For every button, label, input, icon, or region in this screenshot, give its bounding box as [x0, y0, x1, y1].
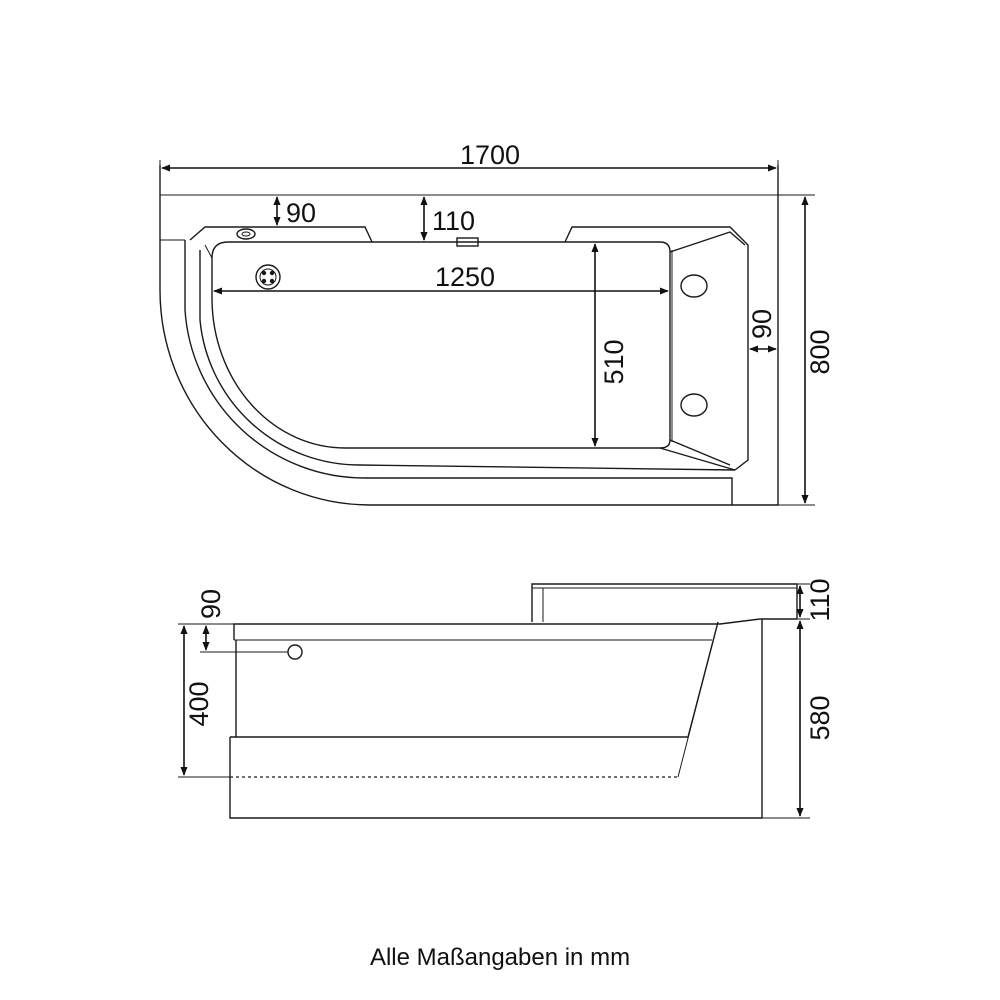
dim-rim-right: 90	[747, 309, 777, 339]
basin-inner-outline	[211, 241, 671, 449]
side-headrest	[531, 583, 798, 622]
headrest-pillow-bottom	[680, 393, 708, 417]
headrest-zone	[659, 231, 746, 471]
jet-icon	[255, 264, 281, 290]
rim-band-inner	[199, 250, 736, 471]
side-view: 90 400 110 580	[178, 578, 835, 819]
overflow-drain	[456, 237, 479, 247]
top-rim-right	[564, 226, 749, 471]
dim-rim-left-top: 90	[286, 198, 316, 228]
tub-outer-outline	[159, 165, 779, 506]
side-rim	[233, 618, 797, 640]
dim-headrest-height: 110	[805, 578, 835, 621]
dim-inner-depth: 400	[184, 681, 214, 726]
top-rim-left	[189, 226, 373, 243]
rim-band-outer	[184, 240, 733, 505]
faucet-control-icon	[236, 228, 256, 240]
dim-rim-top: 110	[432, 206, 475, 236]
dim-inner-length: 1250	[435, 262, 495, 292]
side-drain-icon	[287, 644, 303, 660]
dim-inner-width: 510	[599, 339, 629, 384]
units-note: Alle Maßangaben in mm	[370, 944, 630, 971]
dim-depth-total: 800	[805, 329, 835, 374]
dim-width-total: 1700	[460, 140, 520, 170]
headrest-pillow-top	[680, 274, 708, 298]
dim-total-height: 580	[805, 695, 835, 740]
dim-rim-thickness: 90	[196, 589, 226, 619]
top-view: 1700 800 90 110 1250 510 90	[159, 140, 835, 506]
side-base	[229, 619, 763, 819]
